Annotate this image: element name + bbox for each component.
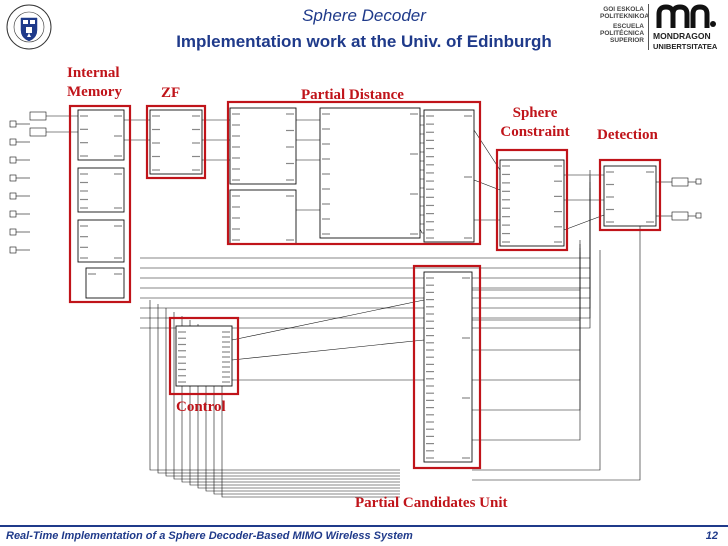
input-port [9, 156, 17, 164]
logo-text-politecnica: POLITÉCNICA [600, 30, 645, 37]
label-internal-memory: Internal Memory [67, 65, 122, 100]
input-port [9, 228, 17, 236]
detection-block-body [603, 165, 657, 227]
input-port [9, 246, 17, 254]
input-port [9, 138, 17, 146]
label-partial-distance: Partial Distance [301, 87, 404, 103]
logo-text-escuela: ESCUELA [612, 23, 644, 30]
slide-title: Sphere Decoder [302, 6, 426, 25]
footer-rule [0, 525, 728, 527]
logo-text-superior: SUPERIOR [610, 37, 644, 44]
zf-block-body [149, 109, 203, 175]
partial-distance-block-body [319, 107, 421, 239]
zf-block [149, 109, 203, 175]
wire [472, 240, 581, 291]
highlight-control [168, 316, 240, 396]
logo-text-mondragon: MONDRAGON [653, 31, 711, 41]
wire [157, 304, 400, 474]
zf-submodule-2 [229, 189, 297, 245]
partial-distance-output-block [423, 109, 475, 243]
label-partial-candidates-unit: Partial Candidates Unit [355, 495, 508, 511]
wire [472, 248, 581, 351]
input-buffer [29, 111, 47, 121]
logo-text-politeknikoa: POLITEKNIKOA [600, 13, 650, 20]
memory-block-2 [77, 167, 125, 213]
university-crest-logo [6, 4, 52, 50]
wire [472, 252, 581, 381]
highlight-detection [598, 158, 662, 232]
control-block [175, 325, 233, 387]
wire [472, 256, 581, 411]
partial-distance-block [319, 107, 421, 239]
wire [473, 129, 501, 171]
wire [472, 260, 581, 441]
input-port [9, 192, 17, 200]
sphere-constraint-block-body [499, 159, 565, 247]
highlight-zf [145, 104, 207, 180]
wire [173, 312, 400, 480]
input-port [9, 120, 17, 128]
wire [231, 299, 425, 341]
logo-text-goi-eskola: GOI ESKOLA [603, 6, 644, 13]
output-port [695, 178, 702, 185]
memory-block-2-body [77, 167, 125, 213]
highlight-internal-memory [68, 104, 132, 304]
zf-submodule-1 [229, 107, 297, 185]
wire [165, 308, 400, 477]
mondragon-logos: GOI ESKOLA POLITEKNIKOA ESCUELA POLITÉCN… [600, 2, 726, 52]
input-buffer [29, 127, 47, 137]
label-detection: Detection [597, 127, 658, 143]
slide-subtitle: Implementation work at the Univ. of Edin… [176, 32, 552, 51]
wire [472, 226, 641, 481]
memory-block-1-body [77, 109, 125, 161]
wire [563, 214, 605, 231]
detection-block [603, 165, 657, 227]
memory-block-3 [77, 219, 125, 263]
wire [231, 339, 425, 361]
memory-block-4 [85, 267, 125, 299]
output-port [695, 212, 702, 219]
output-buffer [671, 211, 689, 221]
highlight-sphere-constraint [495, 148, 569, 252]
highlight-partial-candidates [412, 264, 482, 470]
label-zf: ZF [161, 85, 181, 101]
hardware-blocks [77, 107, 657, 463]
footer-title: Real-Time Implementation of a Sphere Dec… [6, 530, 413, 542]
input-port [9, 174, 17, 182]
label-control: Control [176, 399, 226, 415]
memory-block-4-body [85, 267, 125, 299]
logo-text-unibertsitatea: UNIBERTSITATEA [653, 42, 718, 51]
port-markers [9, 111, 702, 254]
wire [473, 179, 501, 191]
zf-submodule-1-body [229, 107, 297, 185]
wire [472, 244, 581, 321]
input-port [9, 210, 17, 218]
interconnect-wires [16, 111, 696, 498]
wire [472, 250, 601, 471]
partial-candidates-block [423, 271, 473, 463]
wire [221, 336, 400, 498]
partial-candidates-block-body [423, 271, 473, 463]
wire [149, 300, 400, 471]
wire [419, 228, 424, 234]
highlight-boxes [68, 100, 662, 470]
page-number: 12 [705, 530, 718, 542]
highlight-partial-distance [226, 100, 482, 246]
wire [419, 220, 424, 225]
zf-submodule-2-body [229, 189, 297, 245]
memory-block-1 [77, 109, 125, 161]
output-buffer [671, 177, 689, 187]
mondragon-mark-icon [656, 4, 716, 28]
sphere-constraint-block [499, 159, 565, 247]
memory-block-3-body [77, 219, 125, 263]
label-sphere-constraint: Sphere Constraint [500, 105, 570, 140]
